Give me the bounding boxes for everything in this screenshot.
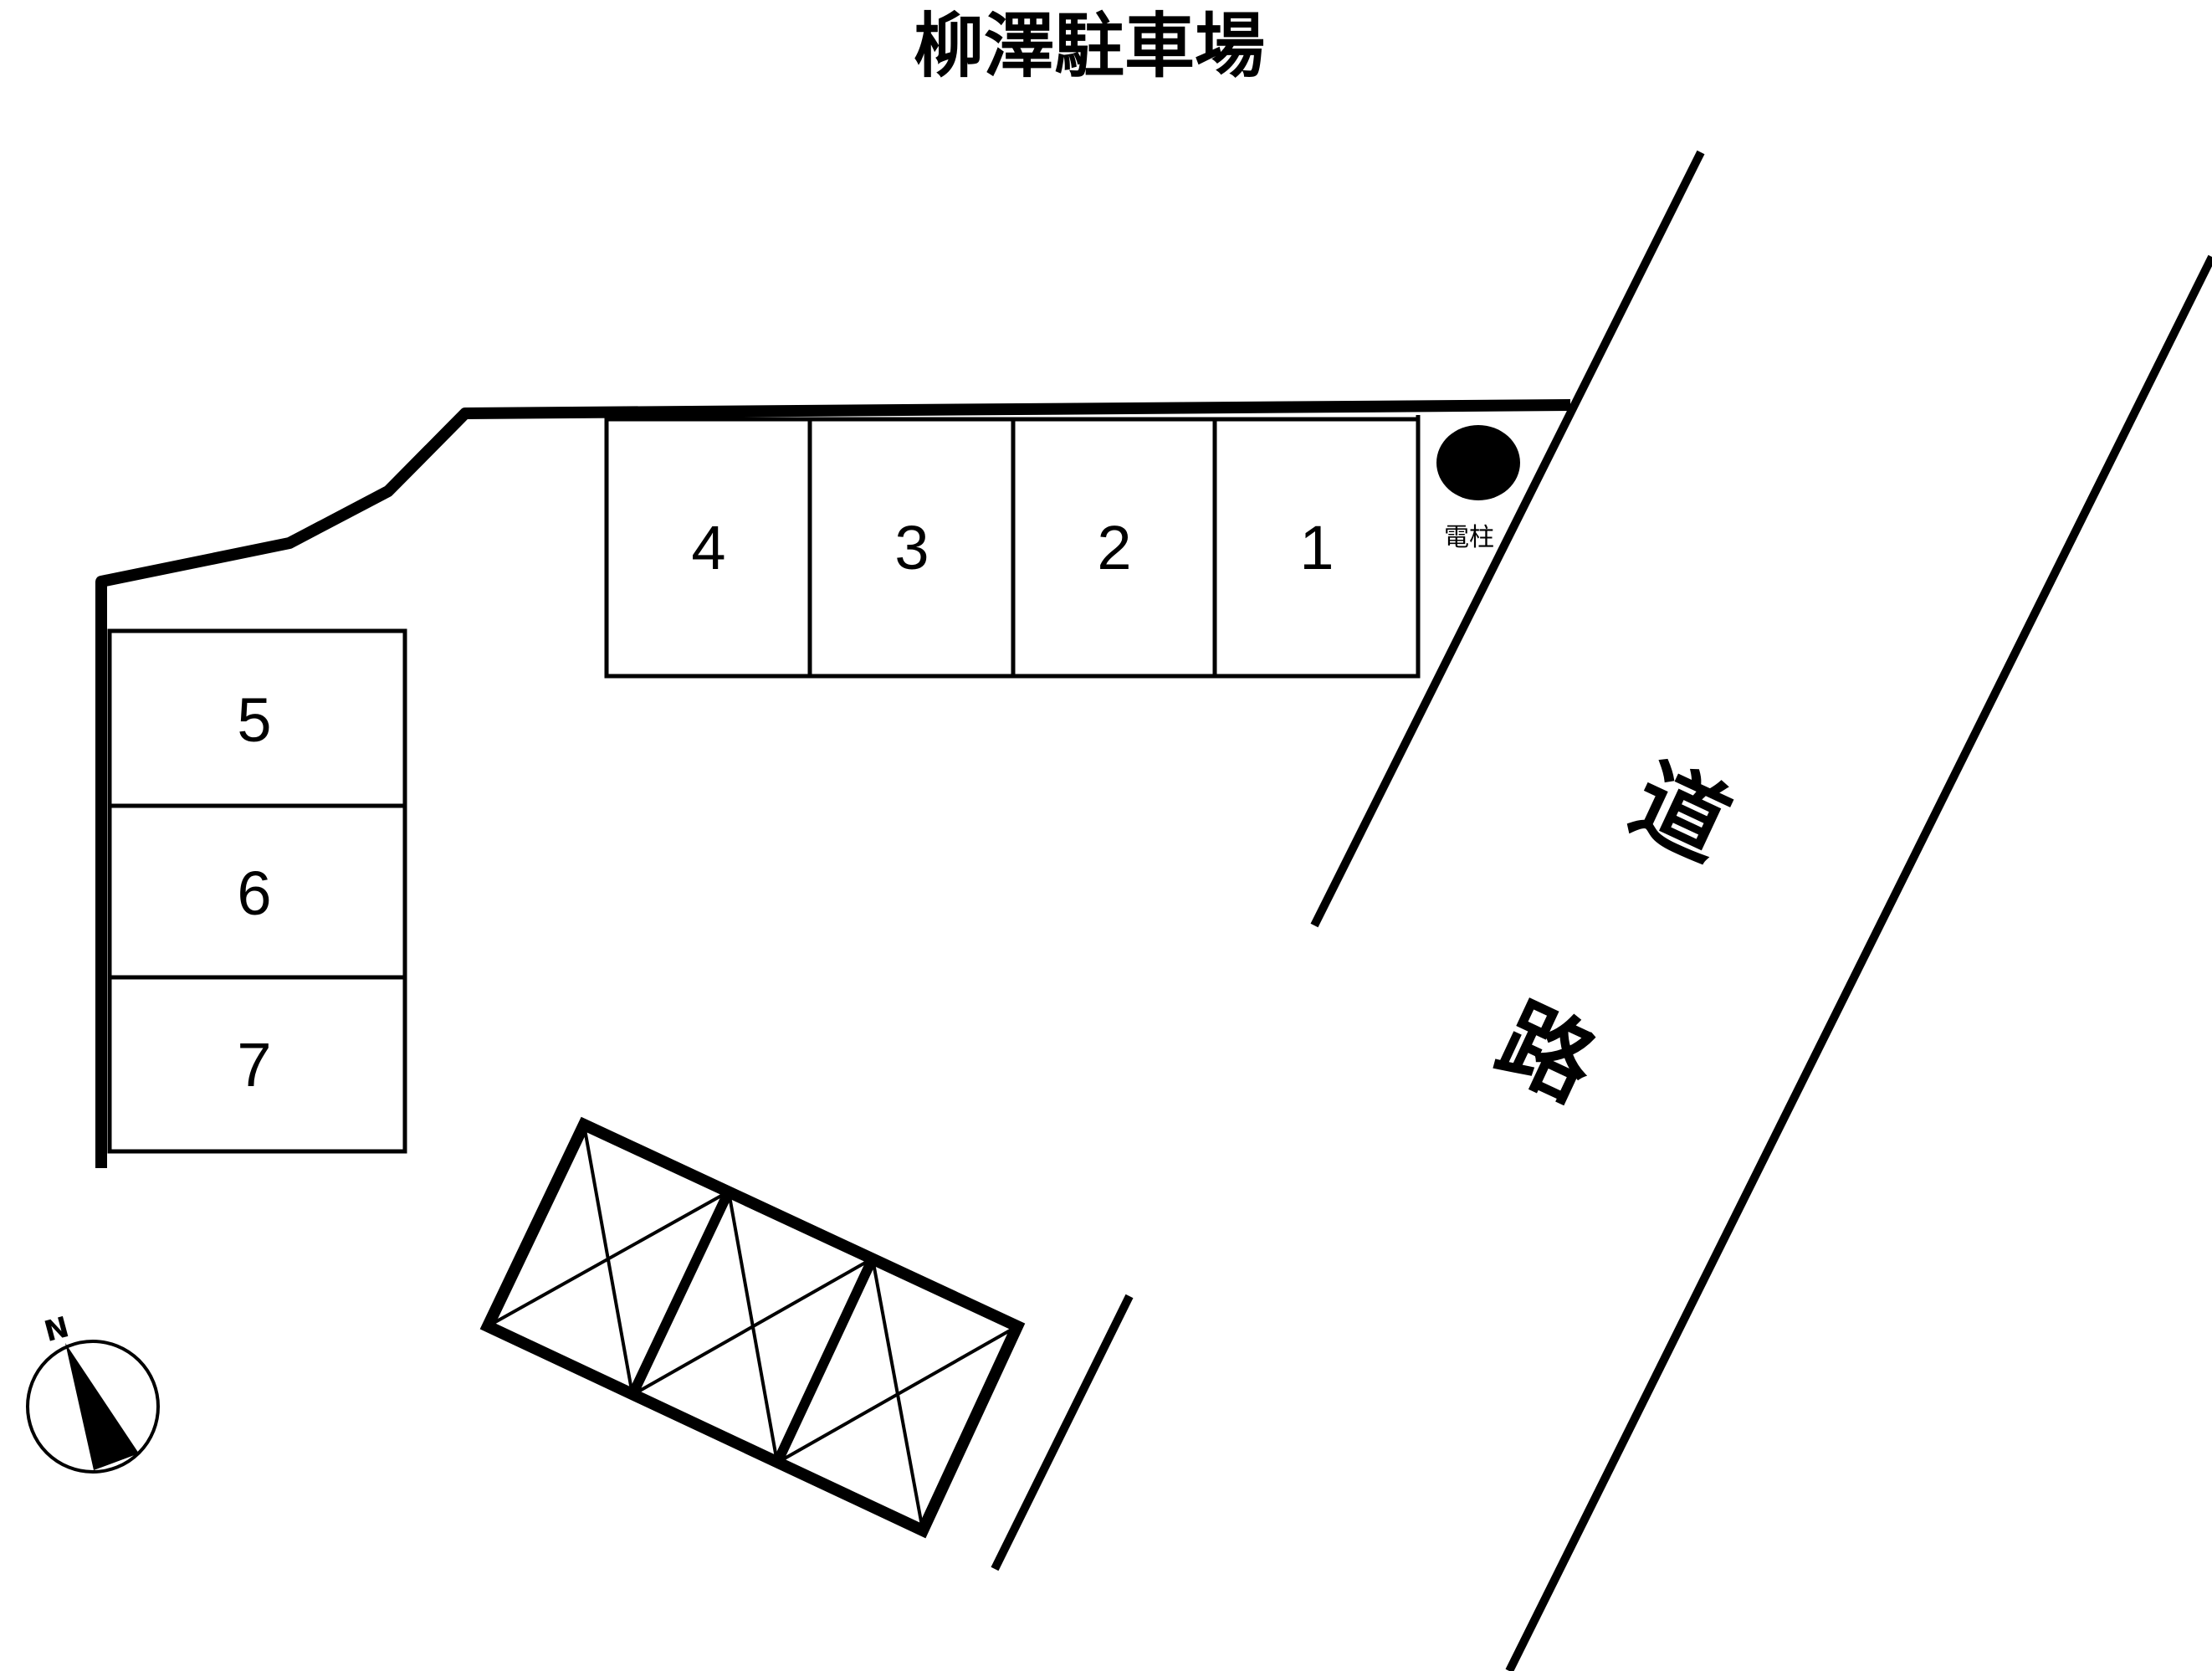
- road-edge-far: [1505, 254, 2212, 1671]
- space-label-7: 7: [237, 1030, 271, 1099]
- north-arrow-icon: [65, 1343, 139, 1470]
- compass: N: [26, 1310, 160, 1474]
- map-title: 柳澤駐車場: [914, 5, 1265, 87]
- parking-space-2[interactable]: 2: [1097, 513, 1131, 582]
- road-label-1: 道: [1616, 745, 1745, 880]
- space-label-3: 3: [894, 513, 929, 582]
- top-parking-row: [604, 417, 1421, 679]
- left-parking-column: [107, 628, 407, 1154]
- parking-space-1[interactable]: 1: [1299, 513, 1334, 582]
- no-parking-zone: [479, 1116, 1026, 1539]
- space-label-4: 4: [691, 513, 725, 582]
- parking-space-7[interactable]: 7: [237, 1030, 271, 1099]
- space-label-2: 2: [1097, 513, 1131, 582]
- boundary-wall: [95, 399, 1571, 1168]
- parking-space-4[interactable]: 4: [691, 513, 725, 582]
- space-label-5: 5: [237, 685, 271, 755]
- road-edge-near: [1310, 150, 1705, 928]
- road-label-2: 路: [1482, 985, 1612, 1121]
- compass-ring: [26, 1340, 160, 1474]
- space-label-1: 1: [1299, 513, 1334, 582]
- road-edges: [991, 150, 2212, 1671]
- utility-pole-icon: [1436, 425, 1520, 500]
- compass-north-label: N: [41, 1310, 73, 1349]
- space-label-6: 6: [237, 859, 271, 928]
- parking-space-6[interactable]: 6: [237, 859, 271, 928]
- parking-space-3[interactable]: 3: [894, 513, 929, 582]
- curb-line: [991, 1294, 1134, 1571]
- parking-space-5[interactable]: 5: [237, 685, 271, 755]
- utility-pole-label: 電柱: [1444, 523, 1494, 552]
